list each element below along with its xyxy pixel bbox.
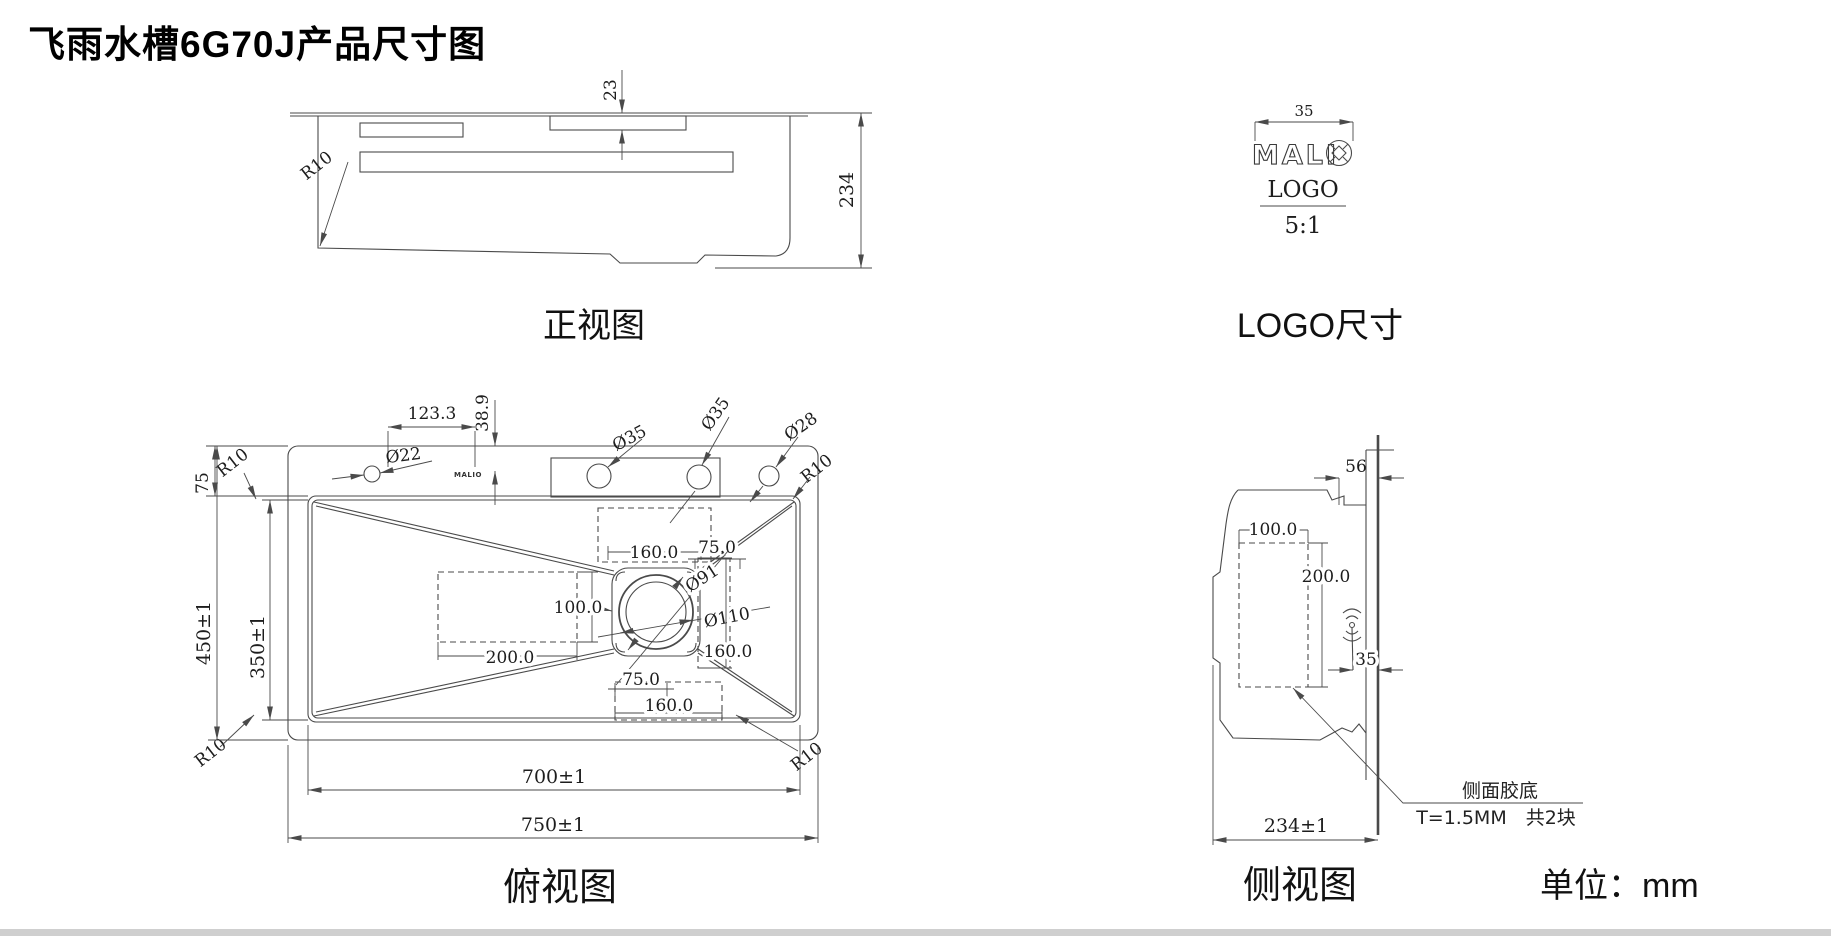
- dim-56: 56: [1345, 457, 1367, 477]
- hole-35-a: [586, 463, 612, 489]
- top-view-drawing: MALIO 123.3 38.9 75 Ø22: [191, 394, 837, 843]
- side-note-line1: 侧面胶底: [1462, 780, 1538, 802]
- side-view-label: 侧视图: [1242, 865, 1357, 907]
- dim-160-bottom: 160.0: [645, 696, 694, 716]
- top-view-label: 俯视图: [502, 867, 617, 909]
- logo-scale: 5:1: [1284, 213, 1321, 239]
- logo-dimension: 35: [1254, 102, 1354, 141]
- front-view-dimensions: R10 23 234: [297, 70, 872, 269]
- hole-35-b: [686, 464, 712, 490]
- malio-logo: MALI: [1251, 139, 1353, 172]
- dim-r10-tl: R10: [213, 445, 252, 482]
- logo-view-label: LOGO尺寸: [1236, 307, 1404, 345]
- hole-28: [758, 465, 780, 487]
- front-dim-r10: R10: [297, 148, 336, 185]
- unit-label: 单位：mm: [1540, 867, 1699, 905]
- dim-123-3: 123.3: [408, 404, 457, 424]
- dim-160-top: 160.0: [630, 543, 679, 563]
- dim-350: 350±1: [247, 615, 269, 679]
- dim-hole-35a: Ø35: [609, 421, 650, 455]
- deck-brand-text: MALIO: [454, 471, 482, 479]
- dim-hole-35b: Ø35: [698, 394, 735, 435]
- dim-200-side: 200.0: [1302, 567, 1351, 587]
- rubber-pad-outline: [1238, 542, 1309, 688]
- sensor-signal-icon: [1342, 608, 1362, 671]
- dim-750: 750±1: [521, 814, 585, 836]
- side-note-line2: T=1.5MM 共2块: [1415, 807, 1576, 829]
- drain: [611, 567, 701, 657]
- dim-110: Ø110: [702, 604, 751, 632]
- top-view-geometry: MALIO: [287, 445, 819, 741]
- side-view-drawing: 56 100.0 200.0 35 234±1 侧面胶底 T=1.5MM 共2块: [1212, 435, 1583, 845]
- logo-dim-35: 35: [1294, 102, 1313, 120]
- top-view-dimensions: 123.3 38.9 75 Ø22 Ø35 Ø35 Ø28: [191, 394, 837, 843]
- dim-160-right: 160.0: [704, 642, 753, 662]
- dim-91: Ø91: [682, 561, 723, 597]
- dim-700: 700±1: [522, 766, 586, 788]
- logo-word: LOGO: [1267, 177, 1338, 203]
- front-view-drawing: R10 23 234: [290, 70, 872, 269]
- page-title: 飞雨水槽6G70J产品尺寸图: [28, 24, 487, 65]
- malio-emblem-icon: [1325, 139, 1353, 167]
- dim-hole-22: Ø22: [385, 444, 423, 468]
- dim-r10-br: R10: [787, 739, 826, 776]
- dim-r10-tr: R10: [797, 451, 836, 488]
- dim-234-side: 234±1: [1264, 815, 1328, 837]
- dim-75: 75: [193, 472, 213, 494]
- dim-35-side: 35: [1355, 650, 1377, 670]
- logo-detail-drawing: 35 MALI LOGO 5:1: [1251, 102, 1354, 239]
- faucet-hole-22: [363, 465, 381, 483]
- side-view-geometry: [1212, 435, 1394, 835]
- dim-75-tr: 75.0: [698, 538, 736, 558]
- front-dim-234: 234: [836, 172, 858, 208]
- front-view-geometry: [290, 112, 808, 264]
- side-view-dimensions: 56 100.0 200.0 35 234±1 侧面胶底 T=1.5MM 共2块: [1212, 457, 1583, 845]
- front-view-label: 正视图: [543, 307, 645, 345]
- malio-brand-text: MALI: [1252, 140, 1339, 171]
- dim-450: 450±1: [193, 601, 215, 665]
- bottom-edge-strip: [0, 929, 1831, 936]
- dim-100: 100.0: [554, 598, 603, 618]
- dim-75-bottom: 75.0: [622, 670, 660, 690]
- dim-200: 200.0: [486, 648, 535, 668]
- dim-100-side: 100.0: [1249, 520, 1298, 540]
- dim-hole-28: Ø28: [781, 409, 822, 446]
- front-dim-23: 23: [601, 79, 621, 101]
- accessory-plate: [550, 457, 721, 498]
- dim-38-9: 38.9: [473, 394, 493, 432]
